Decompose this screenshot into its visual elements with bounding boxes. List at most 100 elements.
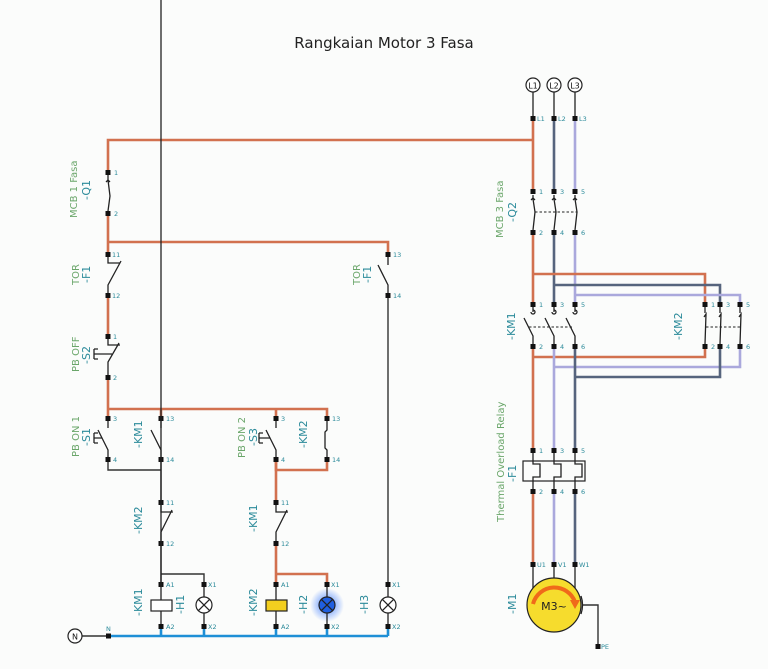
svg-text:12: 12 [112,292,120,300]
s2-desc: PB OFF [71,336,82,372]
supply-neutral: N [67,628,83,644]
svg-text:3: 3 [113,415,117,423]
h2-tag: -H2 [297,595,310,614]
contactor-km2-main[interactable]: 1 3 5 2 4 6 -KM2 [672,301,750,351]
km2-coil-tag: -KM2 [247,588,260,616]
svg-text:A1: A1 [166,581,175,589]
h1-tag: -H1 [174,595,187,614]
q2-tag: -Q2 [506,202,519,222]
tor-f1-nc[interactable]: 11 12 TOR -F1 [71,251,122,300]
main-wiring [106,92,742,588]
q1-tag: -Q1 [80,180,93,200]
s1-tag: -S1 [80,428,93,446]
pushbutton-s2-off[interactable]: 1 2 PB OFF -S2 [71,333,120,382]
supply-l2-label: L2 [549,82,559,91]
svg-text:X1: X1 [392,581,401,589]
svg-text:2: 2 [539,229,543,237]
svg-text:13: 13 [393,251,401,259]
svg-text:X1: X1 [331,581,340,589]
pe-label: PE [601,643,609,651]
svg-text:3: 3 [560,447,564,455]
svg-text:2: 2 [539,488,543,496]
svg-text:5: 5 [581,301,585,309]
svg-text:2: 2 [539,343,543,351]
svg-text:L1: L1 [537,115,545,123]
s1-desc: PB ON 1 [71,416,82,457]
q1-desc: MCB 1 Fasa [69,161,80,219]
svg-text:4: 4 [560,343,564,351]
coil-km2[interactable]: A1 A2 -KM2 [247,581,290,631]
pushbutton-s1-on1[interactable]: 3 4 PB ON 1 -S1 [71,415,117,464]
s3-desc: PB ON 2 [237,417,248,458]
motor-label: M3~ [541,600,567,613]
svg-text:X2: X2 [208,623,217,631]
thermal-overload-relay-f1[interactable]: 1 3 5 2 4 6 Thermal Overload Relay -F1 [496,401,586,523]
tor-f1-no[interactable]: 13 14 TOR -F1 [352,251,401,300]
svg-text:3: 3 [281,415,285,423]
s3-tag: -S3 [247,428,260,446]
svg-text:X2: X2 [331,623,340,631]
supply-l3: L3 [567,77,583,93]
motor-m1[interactable]: U1 V1 W1 PE M3~ -M1 [506,561,609,651]
km1-hold-tag: -KM1 [132,420,145,448]
svg-text:2: 2 [114,210,118,218]
svg-text:V1: V1 [558,561,567,569]
svg-text:X1: X1 [208,581,217,589]
svg-text:A2: A2 [281,623,290,631]
svg-text:1: 1 [539,301,543,309]
svg-text:U1: U1 [537,561,546,569]
km2-interlock-contact[interactable]: 11 12 -KM2 [132,499,174,548]
svg-text:6: 6 [581,343,585,351]
svg-text:5: 5 [581,447,585,455]
mcb-q2[interactable]: 1 3 5 2 4 6 MCB 3 Fasa -Q2 [495,181,585,239]
km1-interlock-contact[interactable]: 11 12 -KM1 [247,499,289,548]
f1-thermal-tag: -F1 [506,465,519,482]
svg-text:1: 1 [539,447,543,455]
km1-main-tag: -KM1 [505,312,518,340]
mcb-q1[interactable]: 1 2 MCB 1 Fasa -Q1 [69,161,118,219]
m1-tag: -M1 [506,594,519,614]
contactor-km1-main[interactable]: 1 3 5 2 4 6 -KM1 [505,301,585,351]
svg-text:11: 11 [112,251,120,259]
svg-text:4: 4 [113,456,117,464]
svg-text:13: 13 [332,415,340,423]
svg-text:14: 14 [166,456,174,464]
svg-text:6: 6 [581,229,585,237]
km1-interlock-tag: -KM1 [247,504,260,532]
f1-nc-desc: TOR [71,264,82,286]
svg-text:12: 12 [281,540,289,548]
supply-l2: L2 [546,77,562,93]
svg-text:2: 2 [711,343,715,351]
supply-neutral-label: N [72,633,78,642]
km1-coil-tag: -KM1 [132,588,145,616]
svg-text:6: 6 [746,343,750,351]
svg-text:3: 3 [726,301,730,309]
coil-km1[interactable]: A1 A2 -KM1 [132,0,175,631]
pushbutton-s3-on2[interactable]: 3 4 PB ON 2 -S3 [237,415,285,464]
supply-l1-label: L1 [528,82,538,91]
svg-text:4: 4 [560,488,564,496]
svg-text:11: 11 [281,499,289,507]
lamp-h1[interactable]: X1 X2 -H1 [174,581,217,631]
lamp-h3[interactable]: X1 X2 -H3 [358,581,401,631]
km2-main-tag: -KM2 [672,312,685,340]
svg-text:A1: A1 [281,581,290,589]
svg-text:1: 1 [114,169,118,177]
svg-text:5: 5 [581,188,585,196]
h3-tag: -H3 [358,595,371,614]
km2-hold-tag: -KM2 [297,420,310,448]
diagram-title: Rangkaian Motor 3 Fasa [294,34,474,52]
f1-no-desc: TOR [352,264,363,286]
svg-text:A2: A2 [166,623,175,631]
q2-desc: MCB 3 Fasa [495,181,506,239]
f1-nc-tag: -F1 [80,266,93,283]
svg-text:4: 4 [281,456,285,464]
f1-thermal-desc: Thermal Overload Relay [496,401,507,523]
f1-no-tag: -F1 [361,266,374,283]
lamp-h2[interactable]: X1 X2 -H2 [297,581,344,631]
neutral-bus: N [82,625,390,639]
km1-holding-contact[interactable]: 13 14 -KM1 [132,415,174,464]
svg-text:X2: X2 [392,623,401,631]
km2-holding-contact[interactable]: 13 14 -KM2 [297,415,340,464]
